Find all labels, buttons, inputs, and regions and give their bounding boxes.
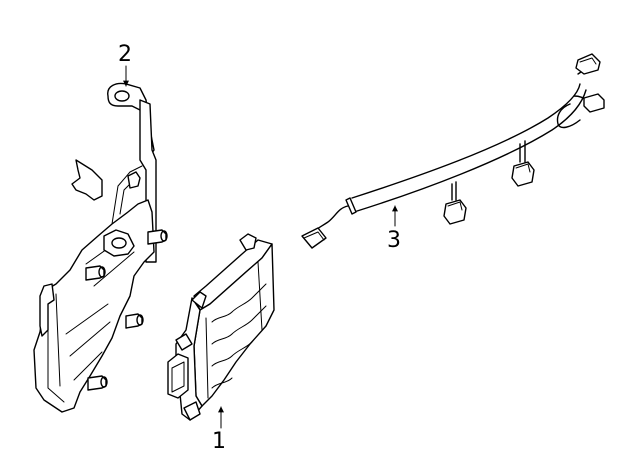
part-2-bracket <box>33 82 168 413</box>
callout-1-label: 1 <box>212 429 226 454</box>
callout-1: 1 <box>212 406 226 454</box>
mount-hole-icon <box>114 90 130 102</box>
part-1-module <box>167 233 275 421</box>
callout-2: 2 <box>118 42 132 87</box>
callout-3: 3 <box>387 205 401 253</box>
part-3-harness <box>301 53 605 249</box>
callout-3-label: 3 <box>387 228 401 253</box>
callout-2-label: 2 <box>118 42 132 67</box>
